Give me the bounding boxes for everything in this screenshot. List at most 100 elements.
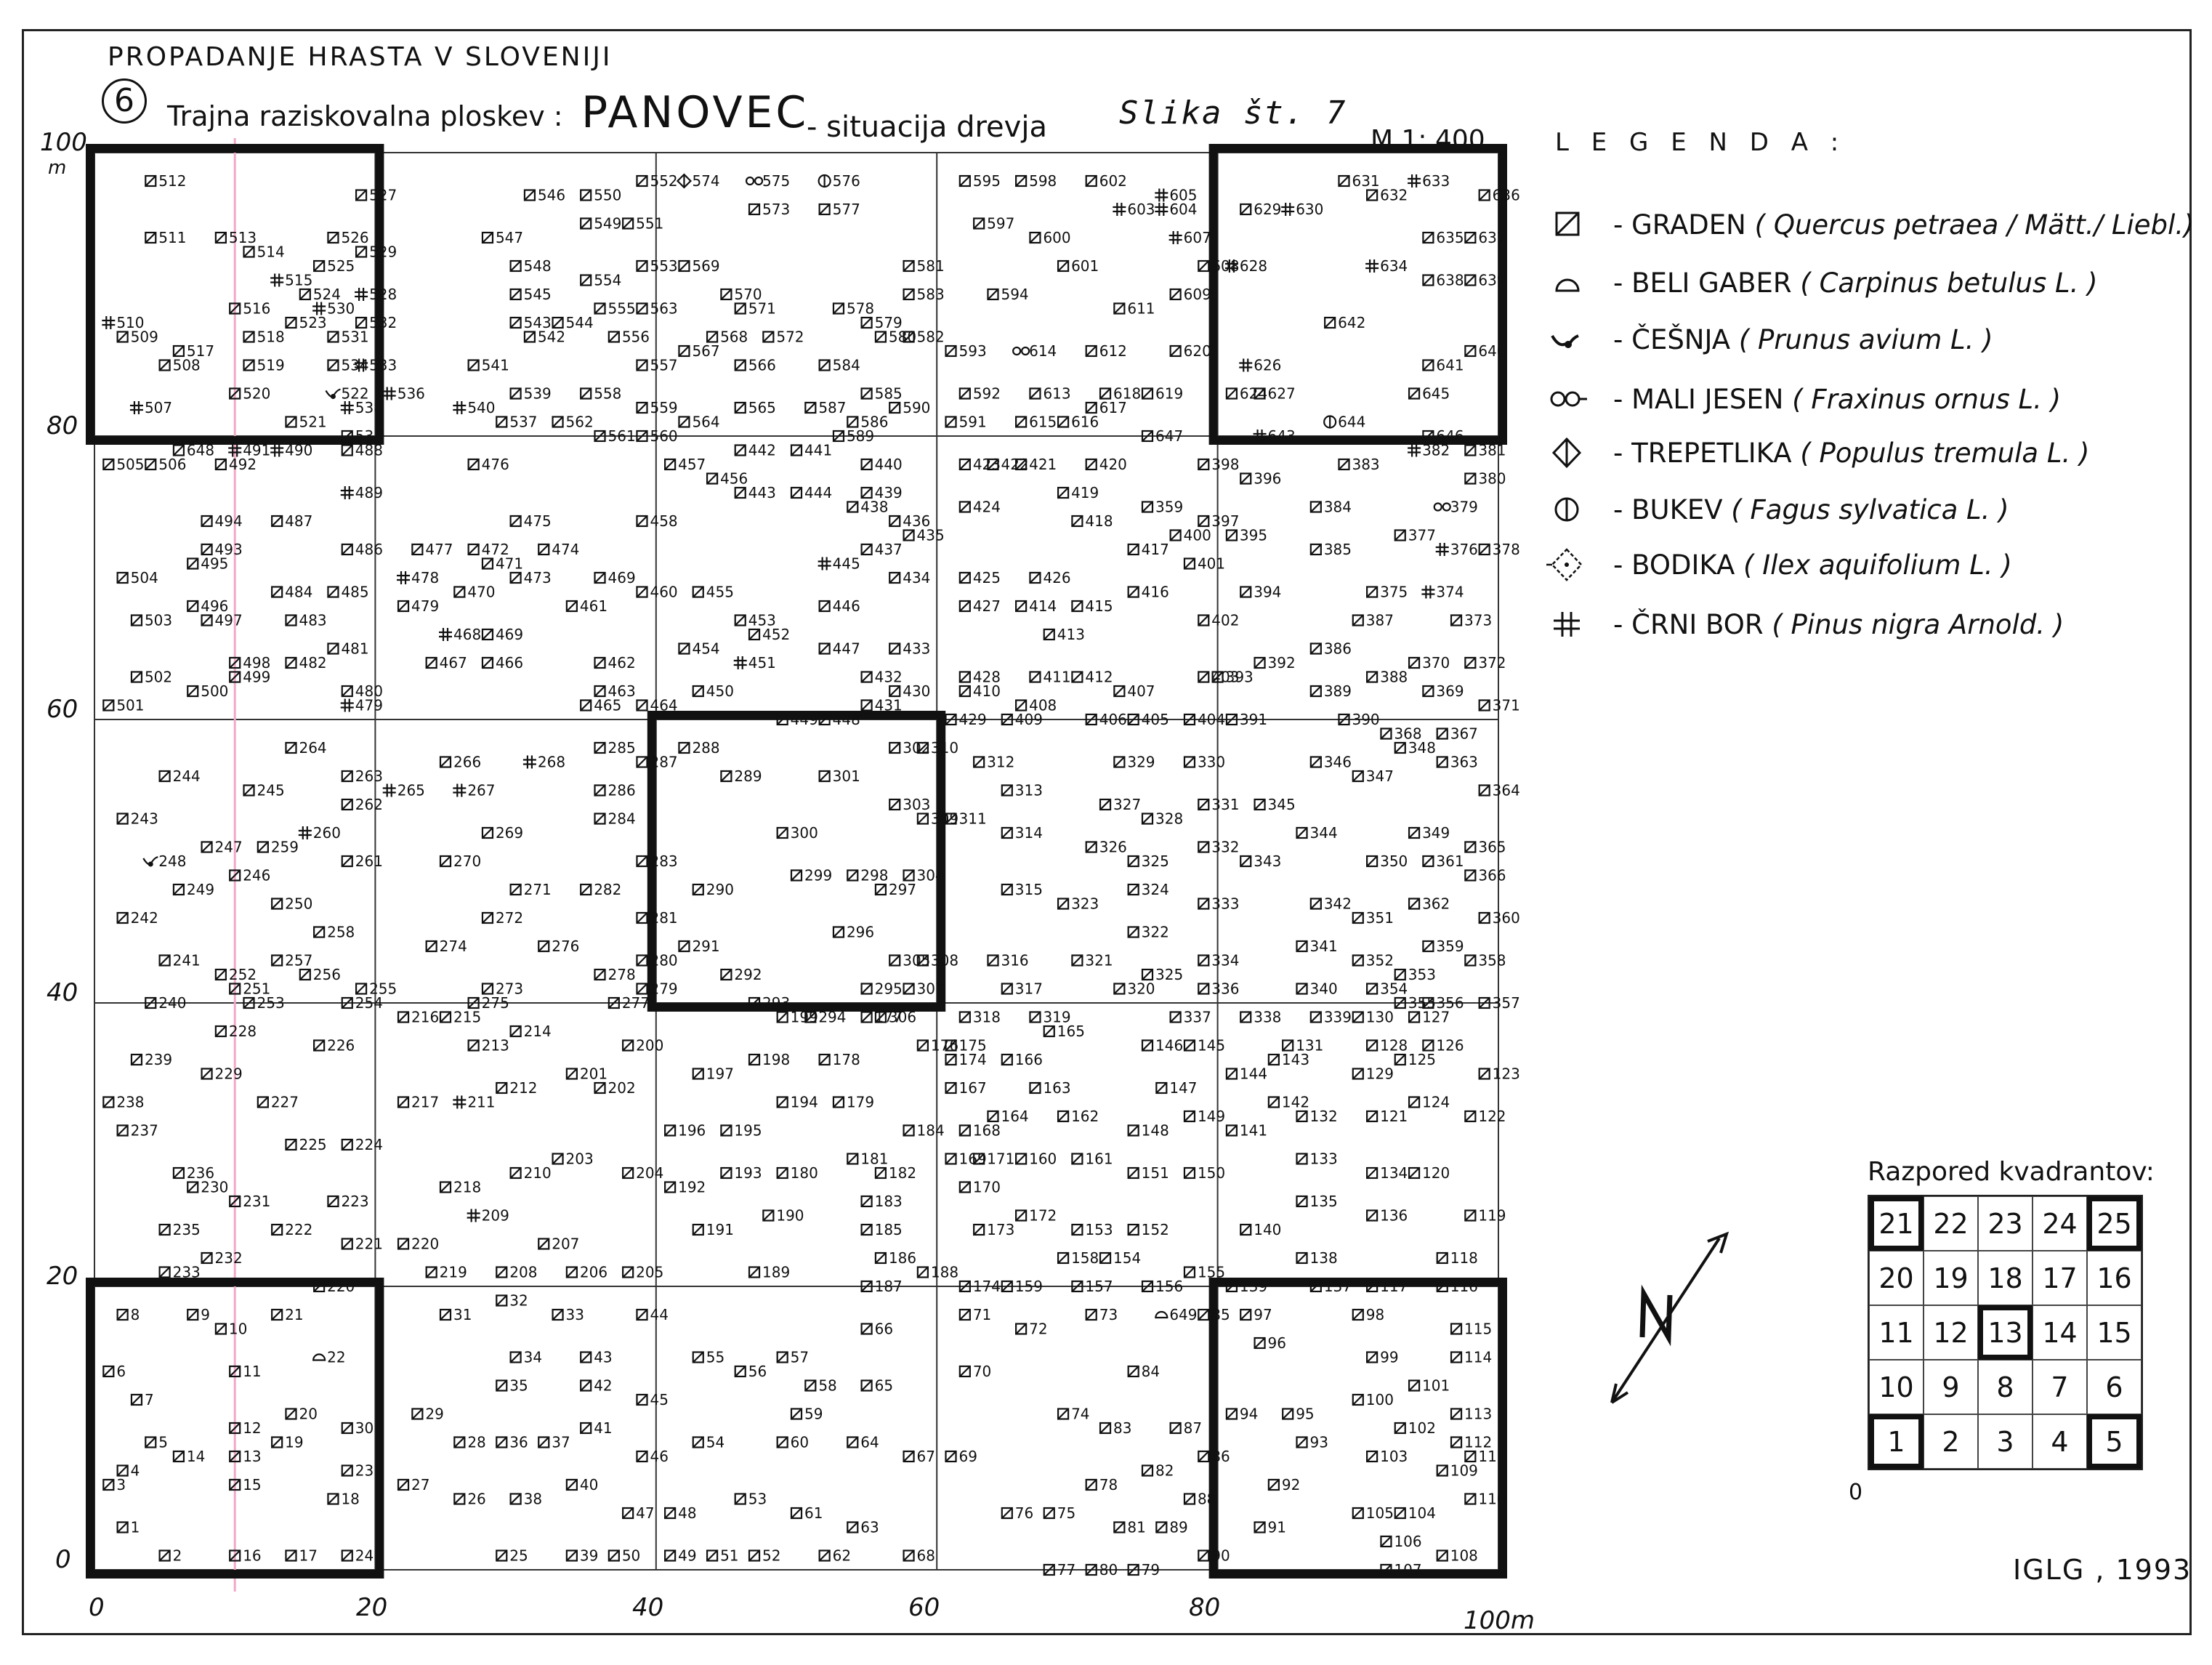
tree-number: 340 [1310, 980, 1338, 998]
tree-marker: 217 [397, 1094, 439, 1111]
tree-number: 5 [158, 1434, 168, 1451]
tree-marker: 130 [1352, 1009, 1394, 1026]
tree-marker: 27 [397, 1476, 429, 1493]
tree-number: 348 [1408, 739, 1436, 757]
oak-icon [341, 1138, 353, 1151]
tree-number: 475 [524, 512, 552, 530]
tree-marker: 317 [1001, 980, 1043, 998]
oak-icon [734, 401, 746, 414]
tree-number: 631 [1352, 172, 1379, 190]
tree-number: 191 [706, 1221, 734, 1238]
tree-marker: 325 [1127, 852, 1169, 870]
oak-icon [1198, 1549, 1210, 1562]
tree-marker: 589 [832, 427, 874, 445]
oak-icon [565, 1068, 578, 1080]
tree-number: 508 [173, 357, 201, 374]
tree-marker: 624 [1225, 385, 1267, 403]
tree-number: 467 [440, 654, 467, 672]
tree-marker: 392 [1254, 654, 1296, 672]
tree-marker: 219 [425, 1264, 467, 1281]
oak-icon [1198, 515, 1210, 528]
tree-number: 195 [734, 1122, 762, 1140]
oak-icon [636, 954, 648, 967]
tree-marker: 330 [1183, 754, 1225, 771]
tree-number: 627 [1268, 385, 1296, 403]
quadrant-cell: 21 [1869, 1196, 1924, 1251]
tree-marker: 199 [776, 1009, 818, 1026]
tree-number: 379 [1450, 499, 1478, 516]
tree-number: 573 [762, 201, 790, 218]
tree-number: 274 [440, 938, 467, 955]
oak-icon [341, 430, 353, 443]
tree-marker: 183 [860, 1193, 903, 1210]
tree-marker: 406 [1085, 711, 1127, 728]
oak-icon [187, 557, 199, 570]
oak-icon [1071, 1280, 1083, 1293]
tree-marker: 157 [1071, 1278, 1113, 1295]
tree-number: 453 [748, 612, 776, 629]
tree-number: 469 [608, 569, 636, 586]
oak-icon [187, 685, 199, 698]
tree-marker: 339 [1309, 1009, 1352, 1026]
tree-marker: 587 [804, 399, 847, 416]
tree-number: 498 [243, 654, 270, 672]
oak-icon [1366, 855, 1379, 868]
tree-number: 174 [973, 1278, 1001, 1295]
tree-number: 557 [650, 357, 677, 374]
tree-marker: 316 [987, 952, 1029, 969]
tree-marker: 644 [1323, 414, 1365, 431]
tree-marker: 448 [818, 711, 860, 728]
tree-number: 94 [1240, 1406, 1258, 1423]
tree-marker: 179 [832, 1094, 874, 1111]
tree-number: 632 [1380, 187, 1408, 204]
tree-number: 169 [959, 1150, 987, 1168]
oak-icon [1267, 1053, 1280, 1066]
tree-number: 488 [355, 442, 383, 459]
oak-icon [1085, 401, 1097, 414]
tree-marker: 636 [1478, 187, 1520, 204]
oak-icon [229, 656, 241, 669]
oak-icon [509, 316, 522, 329]
oak-icon [102, 1478, 115, 1491]
oak-icon [1464, 1110, 1477, 1123]
oak-icon [1225, 1068, 1238, 1080]
oak-icon [341, 543, 353, 556]
oak-icon [271, 515, 283, 528]
y-tick-40: 40 [47, 978, 78, 1007]
tree-marker: 354 [1366, 980, 1408, 998]
tree-number: 237 [131, 1122, 158, 1140]
tree-marker: 367 [1436, 725, 1478, 743]
oak-icon [804, 401, 817, 414]
tree-marker: 532 [355, 314, 397, 331]
tree-marker: 567 [678, 342, 720, 360]
oak-icon [214, 231, 227, 244]
tree-marker: 110 [1464, 1491, 1506, 1508]
tree-marker: 111 [1464, 1448, 1506, 1465]
tree-number: 33 [566, 1306, 584, 1323]
tree-marker: 501 [102, 697, 145, 714]
tree-marker: 353 [1394, 966, 1436, 983]
tree-marker: 643 [1253, 427, 1296, 445]
tree-number: 471 [496, 555, 523, 573]
oak-icon [1155, 1081, 1168, 1094]
oak-icon [1198, 458, 1210, 471]
oak-icon [523, 189, 536, 201]
tree-number: 645 [1422, 385, 1450, 403]
quadrant-cell: 2 [1924, 1414, 1978, 1469]
tree-number: 413 [1057, 626, 1085, 643]
tree-number: 366 [1478, 867, 1506, 884]
tree-number: 58 [818, 1377, 836, 1395]
tree-marker: 640 [1464, 342, 1506, 360]
tree-marker: 173 [973, 1221, 1014, 1238]
tree-number: 487 [285, 512, 312, 530]
tree-number: 51 [720, 1547, 738, 1565]
oak-icon [1464, 472, 1477, 485]
tree-number: 124 [1422, 1094, 1450, 1111]
tree-marker: 123 [1478, 1065, 1520, 1083]
tree-number: 493 [215, 541, 243, 558]
tree-number: 312 [987, 754, 1014, 771]
tree-marker: 83 [1099, 1419, 1131, 1437]
tree-number: 438 [860, 499, 888, 516]
oak-icon [1085, 344, 1097, 358]
tree-marker: 152 [1127, 1221, 1169, 1238]
